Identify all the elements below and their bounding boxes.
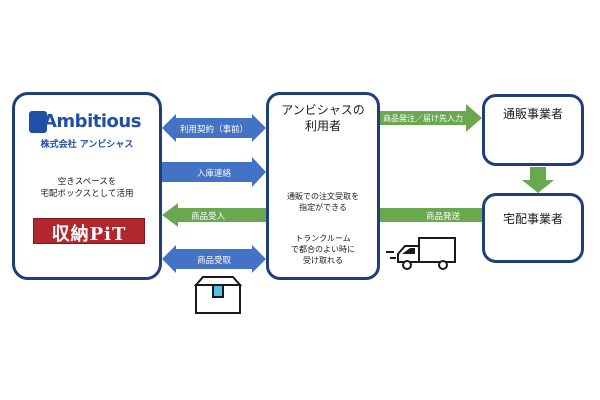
company-name: 株式会社 アンビシャス bbox=[40, 140, 134, 150]
contract-label: 利用契約（事前） bbox=[179, 125, 248, 135]
company-node: Ambitious 株式会社 アンビシャス 空きスペースを 宅配ボックスとして活… bbox=[12, 92, 162, 280]
handover-arrow bbox=[522, 167, 554, 193]
logo-badge-icon bbox=[29, 111, 47, 133]
user-note2-line3: 受け取れる bbox=[303, 256, 343, 265]
user-node: アンビシャスの 利用者 通販での注文受取を 指定ができる トランクルーム で都合… bbox=[266, 92, 380, 280]
ship-label: 商品発送 bbox=[425, 212, 460, 222]
brand-logo: 収納PiT bbox=[33, 218, 145, 245]
notice-label: 入庫連絡 bbox=[196, 169, 231, 179]
contract-arrow bbox=[162, 114, 266, 142]
order-label: 商品発注／届け先入力 bbox=[383, 114, 463, 123]
user-note1-line2: 指定ができる bbox=[299, 203, 347, 212]
user-title-line1: アンビシャスの bbox=[281, 103, 365, 117]
user-title-line2: 利用者 bbox=[304, 119, 341, 133]
user-note2-line1: トランクルーム bbox=[295, 234, 351, 243]
ecommerce-node: 通販事業者 bbox=[482, 94, 584, 166]
pickup-label: 商品受取 bbox=[196, 256, 231, 266]
company-logo: Ambitious bbox=[29, 111, 149, 135]
logo-text: Ambitious bbox=[43, 111, 141, 132]
package-icon bbox=[193, 276, 243, 314]
ecommerce-title: 通販事業者 bbox=[502, 107, 563, 121]
company-desc-line2: 宅配ボックスとして活用 bbox=[40, 189, 134, 199]
brand-text: 収納PiT bbox=[51, 224, 127, 245]
courier-node: 宅配事業者 bbox=[482, 193, 584, 263]
pickup-arrow bbox=[162, 245, 266, 273]
user-note2-line2: で都合のよい時に bbox=[291, 245, 355, 254]
notice-arrow bbox=[162, 157, 266, 187]
order-arrow bbox=[380, 104, 482, 132]
user-note1-line1: 通販での注文受取を bbox=[287, 192, 359, 201]
truck-icon bbox=[386, 237, 456, 270]
courier-title: 宅配事業者 bbox=[502, 212, 563, 226]
receive-label: 商品受入 bbox=[190, 212, 225, 222]
company-desc-line1: 空きスペースを bbox=[57, 177, 117, 187]
